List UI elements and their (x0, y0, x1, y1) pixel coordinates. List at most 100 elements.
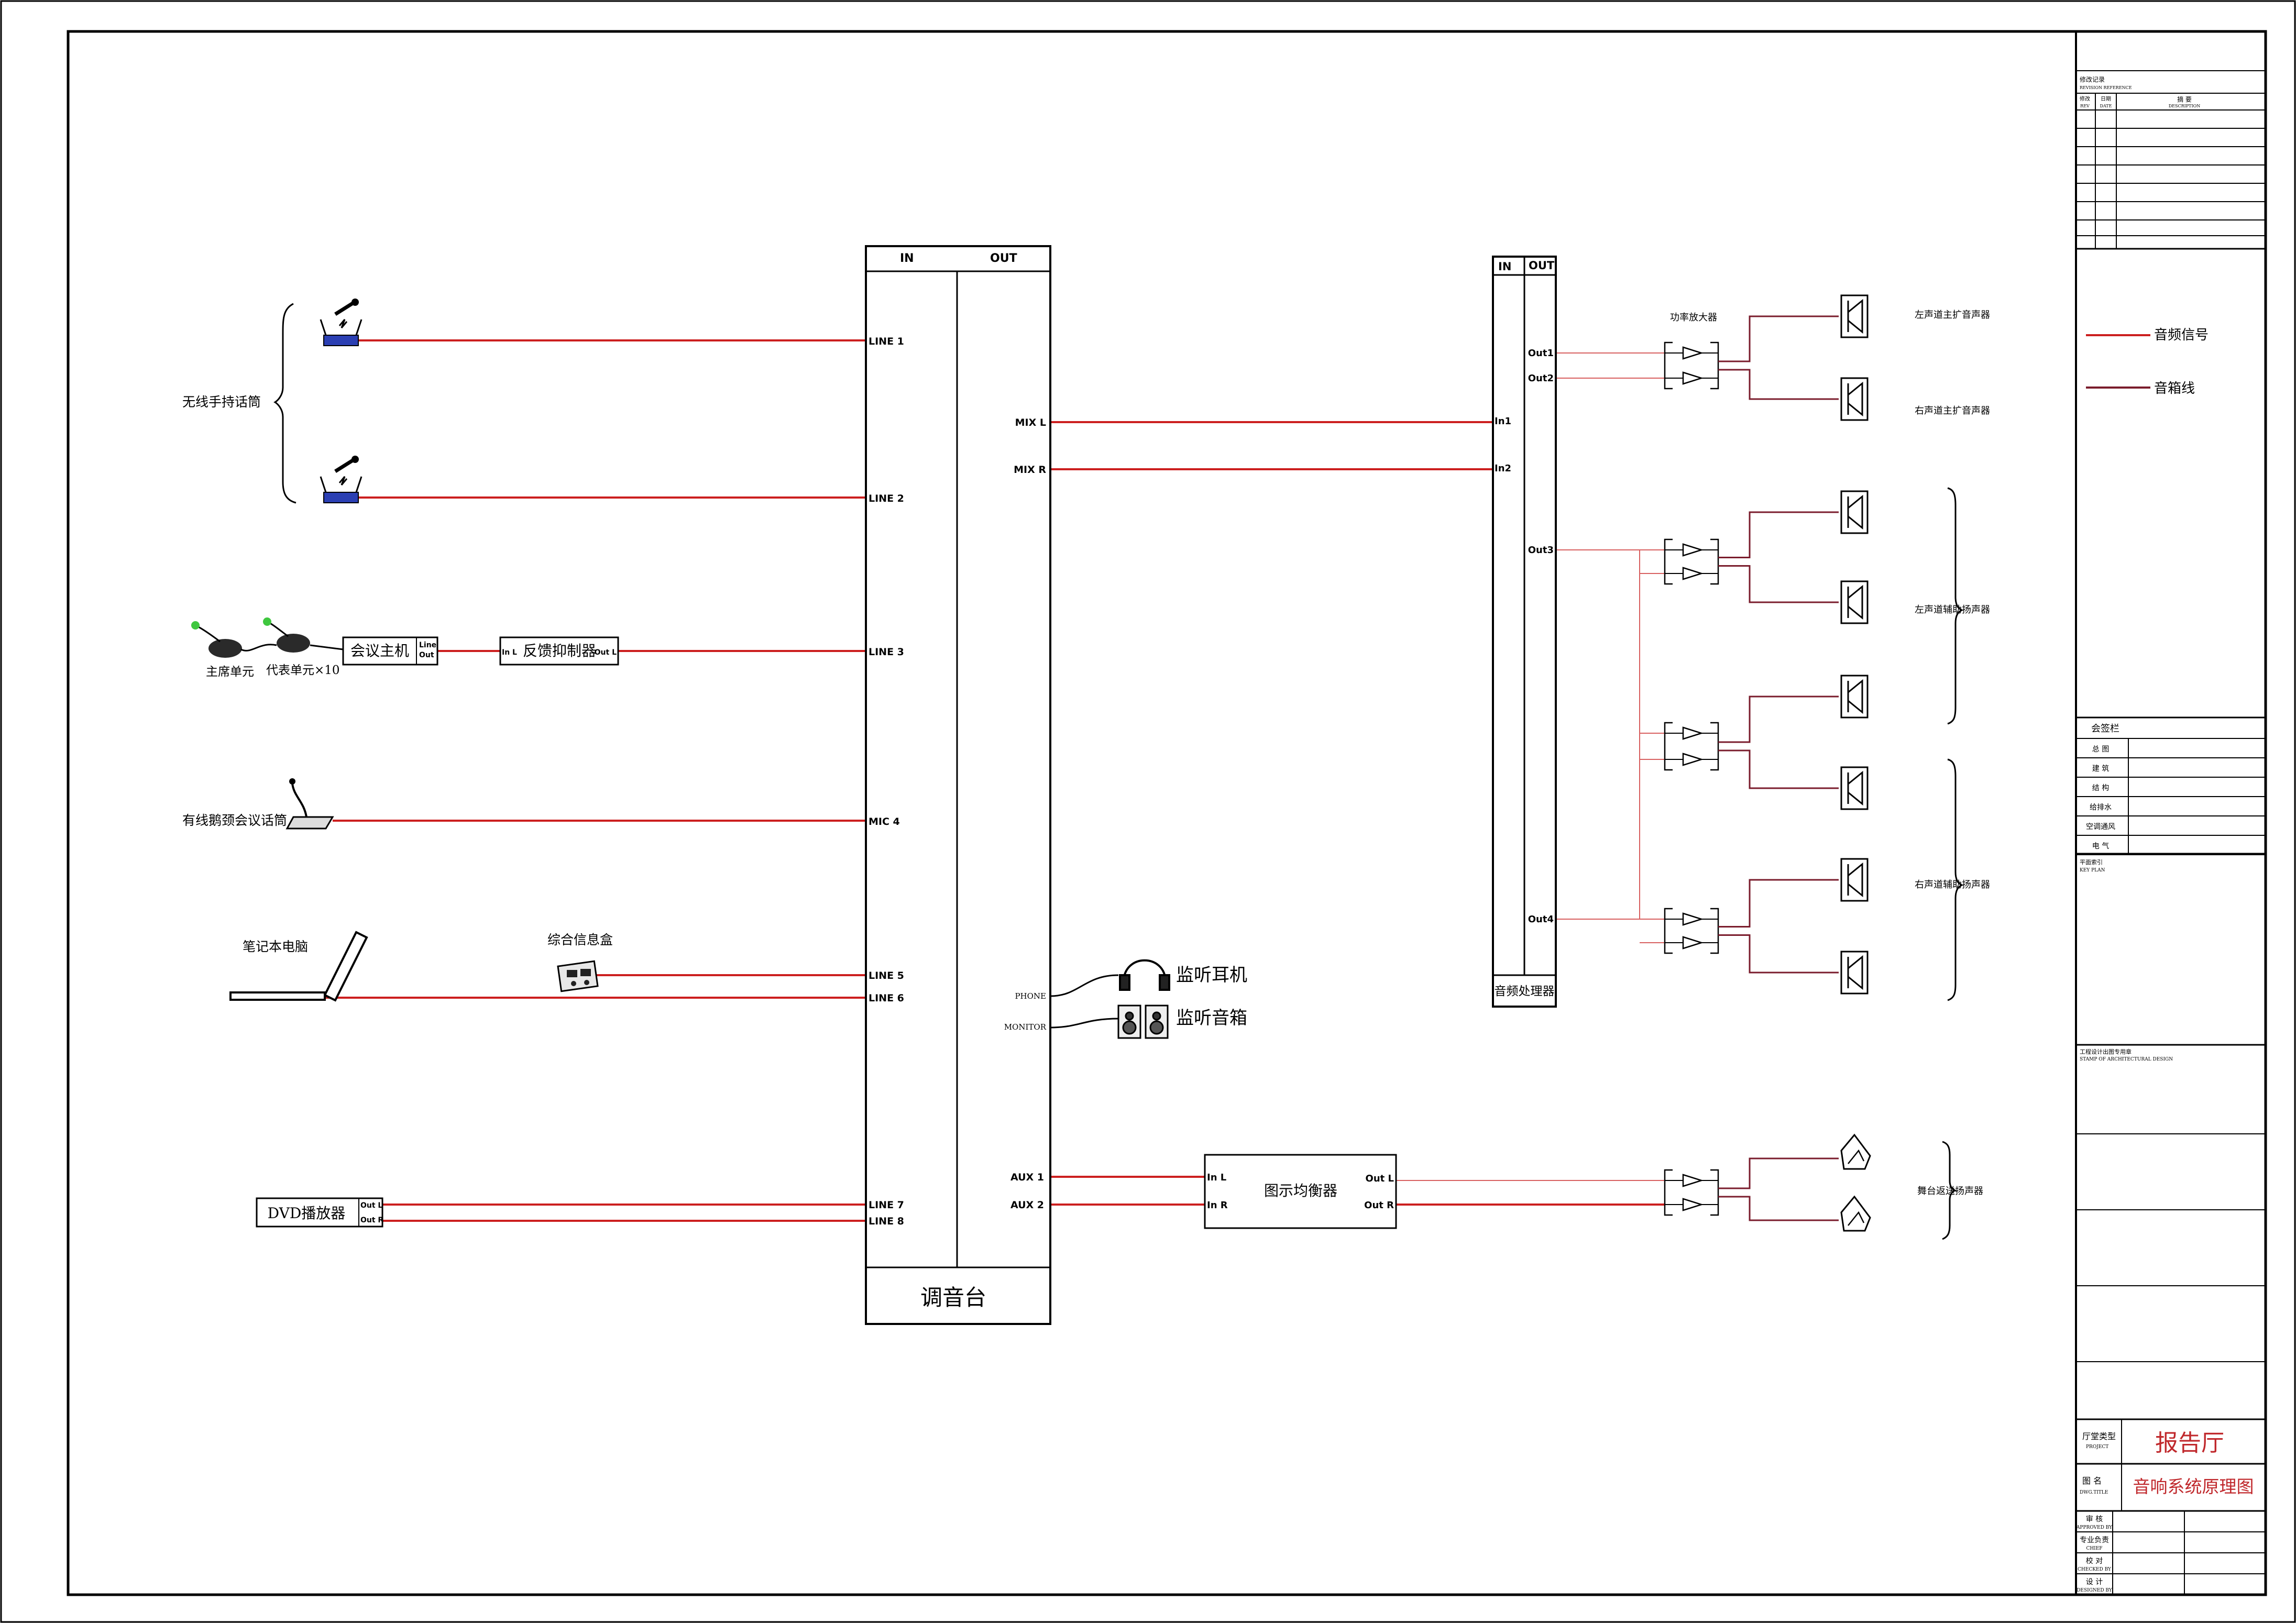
speaker-wire (1718, 1196, 1839, 1221)
amp-triangle (1682, 567, 1704, 580)
mixer-input-mic4: MIC 4 (869, 816, 900, 827)
eq-out-r-label: Out R (1364, 1200, 1394, 1211)
processor-out3: Out3 (1528, 545, 1554, 556)
monitor-label: MONITOR (1004, 1022, 1047, 1032)
chair-unit-icon (191, 621, 242, 658)
sign-row-label: 结 构 (2092, 784, 2109, 792)
project-name: 报告厅 (2155, 1430, 2224, 1456)
processor-in2: In2 (1495, 463, 1511, 474)
sign-title: 会签栏 (2091, 723, 2119, 734)
role-label: 校 对 (2086, 1556, 2103, 1565)
speaker-wire (1718, 565, 1839, 603)
dvd-out-r-label: Out R (360, 1216, 383, 1224)
wireless-brace (273, 303, 296, 504)
conference-host-line-label: Line (419, 641, 436, 649)
rev-col-rev-en: REV (2080, 104, 2090, 108)
mixer (865, 245, 1051, 1325)
loudspeaker-icon (1840, 858, 1869, 902)
mixer-output-mix-l: MIX L (1015, 417, 1046, 428)
mixer-output-aux2: AUX 2 (1010, 1199, 1044, 1211)
sign-row-label: 给排水 (2090, 803, 2112, 812)
monitor-speakers-label: 监听音箱 (1176, 1008, 1247, 1029)
unit-link-cable (240, 644, 344, 652)
key-plan-label: 平面索引 (2080, 858, 2103, 866)
mixer-input-line5: LINE 5 (869, 970, 904, 981)
laptop-label: 笔记本电脑 (243, 939, 308, 954)
stage-monitor-speaker-label: 舞台返送扬声器 (1917, 1186, 1983, 1197)
conference-host-box (342, 636, 438, 666)
amplifier-4 (1664, 908, 1719, 954)
processor-out4: Out4 (1528, 914, 1554, 925)
sign-row-label: 总 图 (2092, 745, 2109, 754)
signal-lines-thin (1396, 352, 1665, 1181)
revision-subtitle: REVISION REFERENCE (2080, 85, 2132, 90)
speaker-braces (1942, 487, 1964, 1240)
legend-signal-label: 音频信号 (2154, 327, 2209, 343)
mixer-output-mix-r: MIX R (1014, 464, 1046, 476)
stage-monitor-speaker-icon (1840, 1195, 1871, 1232)
rev-col-desc: 摘 要 (2177, 95, 2192, 103)
signal-lines (325, 339, 1665, 1222)
feedback-suppressor-label: 反馈抑制器 (523, 642, 596, 659)
rev-col-date: 日期 (2101, 96, 2111, 102)
delegate-unit-label: 代表单元×10 (266, 664, 340, 677)
amplifier-5 (1664, 1169, 1719, 1216)
right-main-speaker-label: 右声道主扩音声器 (1915, 405, 1990, 416)
sign-row-label: 空调通风 (2086, 823, 2115, 831)
role-label-en: APPROVED BY (2076, 1525, 2113, 1530)
eq-out-l-label: Out L (1366, 1173, 1394, 1184)
mixer-input-line6: LINE 6 (869, 992, 904, 1004)
monitor-headphones-label: 监听耳机 (1176, 965, 1247, 986)
rev-col-date-en: DATE (2100, 104, 2112, 108)
speaker-wire (1718, 511, 1839, 558)
power-amplifiers (1664, 341, 1719, 1216)
project-field-label-en: PROJECT (2086, 1444, 2108, 1450)
processor-in1: In1 (1495, 416, 1511, 427)
amp-triangle (1682, 1198, 1704, 1211)
power-amp-label: 功率放大器 (1670, 312, 1717, 323)
feedback-suppressor-box (499, 636, 619, 666)
delegate-unit-icon (263, 617, 310, 653)
amp-triangle (1682, 543, 1704, 557)
eq-in-l-label: In L (1207, 1172, 1226, 1183)
speaker-wire (1718, 369, 1839, 400)
processor-in-label: IN (1498, 260, 1511, 273)
amplifier-3 (1664, 722, 1719, 771)
amp-triangle (1682, 912, 1704, 926)
speaker-wire (1718, 695, 1839, 743)
gooseneck-mic-icon (285, 778, 334, 830)
amplifier-1 (1664, 341, 1719, 390)
amp-triangle (1682, 346, 1704, 360)
gooseneck-mic-label: 有线鹅颈会议话筒 (182, 813, 287, 828)
loudspeaker-icon (1840, 580, 1869, 624)
amp-triangle (1682, 371, 1704, 385)
rev-col-rev: 修改 (2080, 95, 2090, 102)
mixer-name: 调音台 (920, 1285, 986, 1310)
chair-unit-label: 主席单元 (206, 665, 254, 679)
processor-out-label: OUT (1529, 259, 1555, 272)
drawing-title: 音响系统原理图 (2133, 1476, 2254, 1497)
info-box-label: 综合信息盒 (547, 932, 613, 947)
processor-out2: Out2 (1528, 373, 1554, 384)
loudspeaker-icon (1840, 294, 1869, 338)
amp-triangle (1682, 1174, 1704, 1187)
mixer-in-label: IN (900, 252, 914, 265)
speaker-wire (1718, 315, 1839, 362)
dvd-player-label: DVD播放器 (268, 1205, 346, 1222)
speaker-wire (1718, 934, 1839, 974)
wireless-mic-label: 无线手持话筒 (182, 394, 261, 410)
right-aux-speaker-label: 右声道辅助扬声器 (1915, 879, 1990, 890)
role-label-en: DESIGNED BY (2077, 1588, 2113, 1593)
role-label: 设 计 (2086, 1578, 2103, 1586)
info-box-icon (557, 960, 599, 992)
stamp-label: 工程设计出图专用章 (2080, 1048, 2132, 1055)
speaker-lines (1718, 315, 1839, 1221)
role-label-en: CHECKED BY (2078, 1567, 2112, 1572)
rev-col-desc-en: DESCRIPTION (2169, 104, 2200, 108)
amp-triangle (1682, 726, 1704, 740)
amp-triangle (1682, 936, 1704, 949)
revision-table (2076, 93, 2266, 249)
loudspeaker-icon (1840, 490, 1869, 534)
